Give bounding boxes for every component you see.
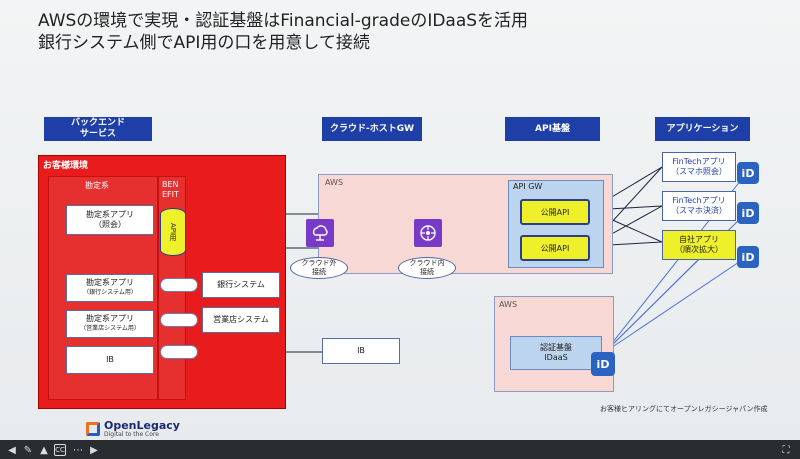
accounting-label: 勘定系 <box>85 181 109 190</box>
acct-app-inquiry: 勘定系アプリ （照会） <box>66 205 154 235</box>
api-use-cylinder: API用 <box>160 208 186 256</box>
captions-icon[interactable]: CC <box>54 444 66 456</box>
cylinder-bank <box>160 278 198 292</box>
id-badge-own-app: iD <box>737 246 759 268</box>
aws2-label: AWS <box>499 300 518 309</box>
header-backend: バックエンド サービス <box>44 117 152 141</box>
customer-env-label: お客様環境 <box>43 161 89 171</box>
acct-app-branch-main: 勘定系アプリ <box>86 314 134 323</box>
pen-icon[interactable]: ✎ <box>23 444 33 456</box>
slide-title: AWSの環境で実現・認証基盤はFinancial-gradeのIDaaSを活用 … <box>38 10 528 54</box>
highlighter-icon[interactable]: ▲ <box>40 444 48 456</box>
player-control-bar <box>0 440 800 459</box>
footnote: お客様ヒアリングにてオープンレガシージャパン作成 <box>600 405 768 413</box>
id-badge-auth: iD <box>591 352 615 376</box>
fintech-app-payment: FinTechアプリ （スマホ決済） <box>662 191 736 221</box>
auth-idaas-box: 認証基盤 IDaaS <box>510 336 602 370</box>
ib-right-box: IB <box>322 338 400 364</box>
api-gw-label: API GW <box>513 182 543 191</box>
ib-box: IB <box>66 346 154 374</box>
public-api-2: 公開API <box>520 235 590 261</box>
aws-label: AWS <box>325 178 344 187</box>
acct-app-bank-sub: （銀行システム用） <box>83 289 137 296</box>
benefit-label: BEN EFIT <box>162 180 179 199</box>
openlegacy-logo: OpenLegacy Digital to the Core <box>86 420 180 438</box>
logo-tagline: Digital to the Core <box>104 431 159 438</box>
id-badge-fintech-2: iD <box>737 202 759 224</box>
slide: AWSの環境で実現・認証基盤はFinancial-gradeのIDaaSを活用 … <box>0 0 800 440</box>
back-icon[interactable]: ◀ <box>8 444 16 456</box>
header-api: API基盤 <box>505 117 600 141</box>
cylinder-ib <box>160 345 198 359</box>
cloud-in-label: クラウド内 接続 <box>398 257 456 279</box>
forward-icon[interactable]: ▶ <box>90 444 98 456</box>
branch-system-box: 営業店システム <box>202 307 280 333</box>
bank-system-box: 銀行システム <box>202 272 280 298</box>
header-cloud-gw: クラウド-ホストGW <box>322 117 422 141</box>
vpc-endpoint-icon <box>414 219 442 247</box>
acct-app-branch-sub: （営業店システム用） <box>80 325 140 332</box>
cylinder-branch <box>160 313 198 327</box>
api-use-label: API用 <box>169 222 177 242</box>
logo-name: OpenLegacy <box>104 419 180 432</box>
header-app: アプリケーション <box>655 117 750 141</box>
fullscreen-icon[interactable]: ⛶ <box>782 444 790 456</box>
title-line-2: 銀行システム側でAPI用の口を用意して接続 <box>38 33 370 53</box>
acct-app-branch: 勘定系アプリ （営業店システム用） <box>66 310 154 338</box>
cloud-out-label: クラウド外 接続 <box>290 257 348 279</box>
own-app: 自社アプリ （順次拡大） <box>662 230 736 260</box>
fintech-app-inquiry: FinTechアプリ （スマホ照会） <box>662 152 736 182</box>
acct-app-bank: 勘定系アプリ （銀行システム用） <box>66 274 154 302</box>
logo-mark-icon <box>86 422 100 436</box>
cloud-connection-icon <box>306 219 334 247</box>
public-api-1: 公開API <box>520 199 590 225</box>
id-badge-fintech-1: iD <box>737 162 759 184</box>
acct-app-bank-main: 勘定系アプリ <box>86 278 134 287</box>
options-icon[interactable]: ⋯ <box>73 444 83 456</box>
title-line-1: AWSの環境で実現・認証基盤はFinancial-gradeのIDaaSを活用 <box>38 11 529 31</box>
